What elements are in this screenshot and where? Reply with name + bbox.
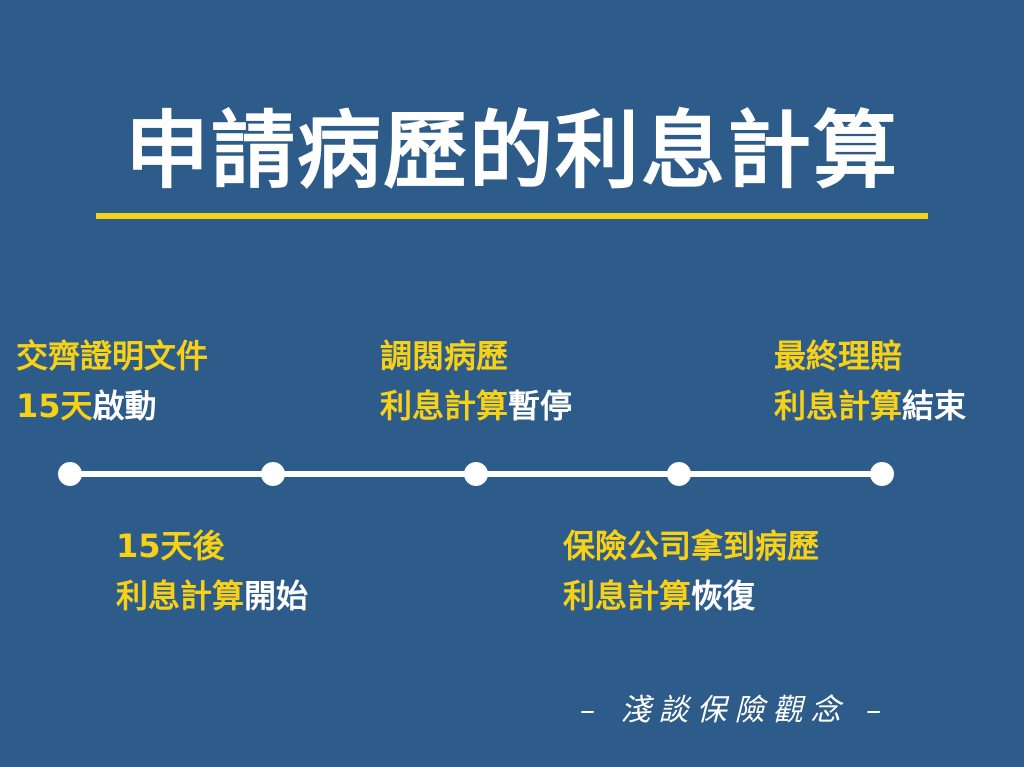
step-request-records: 調閱病歷 利息計算暫停 (380, 331, 572, 431)
step-label-line1: 交齊證明文件 (16, 337, 209, 375)
step-label-rest: 恢復 (691, 577, 756, 615)
step-label-rest: 結束 (902, 387, 967, 425)
timeline-node-1 (58, 462, 82, 486)
step-records-received: 保險公司拿到病歷 利息計算恢復 (563, 521, 819, 621)
timeline-node-4 (667, 462, 691, 486)
step-label-highlight: 15天 (16, 387, 93, 425)
timeline-node-3 (464, 462, 488, 486)
step-label-rest: 暫停 (508, 387, 573, 425)
step-label-line1: 保險公司拿到病歷 (563, 527, 820, 565)
step-label-rest: 啟動 (92, 387, 157, 425)
step-label-highlight: 利息計算 (116, 577, 245, 615)
footer-signature: – 淺談保險觀念 – (580, 693, 890, 728)
step-label-highlight: 利息計算 (563, 577, 692, 615)
step-submit-documents: 交齊證明文件 15天啟動 (16, 331, 208, 431)
title-underline (96, 213, 928, 219)
step-final-claim: 最終理賠 利息計算結束 (774, 331, 966, 431)
page-title: 申請病歷的利息計算 (124, 102, 899, 200)
step-interest-start: 15天後 利息計算開始 (116, 521, 308, 621)
step-label-line1: 調閱病歷 (380, 337, 509, 375)
step-label-highlight: 利息計算 (774, 387, 903, 425)
timeline-node-2 (261, 462, 285, 486)
timeline-node-5 (870, 462, 894, 486)
step-label-highlight: 利息計算 (380, 387, 509, 425)
step-label-rest: 開始 (244, 577, 309, 615)
step-label-line1: 15天後 (116, 527, 225, 565)
step-label-line1: 最終理賠 (774, 337, 903, 375)
